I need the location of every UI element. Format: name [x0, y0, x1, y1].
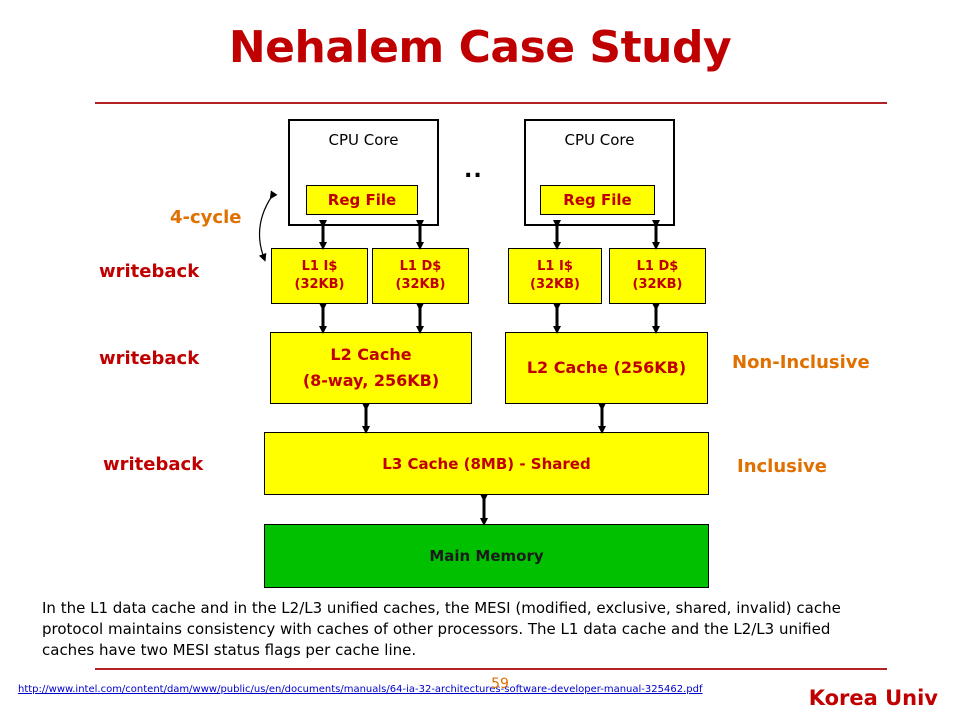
l1-icache-right-name: L1 I$ — [537, 259, 573, 275]
l1-dcache-right-size: (32KB) — [632, 277, 683, 292]
cpu-core-right-label: CPU Core — [564, 131, 635, 149]
l1-icache-right: L1 I$ (32KB) — [508, 248, 602, 304]
cpu-core-left-label: CPU Core — [328, 131, 399, 149]
l1-writeback-label: writeback — [99, 261, 200, 282]
reg-file-right-label: Reg File — [563, 191, 632, 209]
l1-icache-left-size: (32KB) — [294, 277, 345, 292]
l1-icache-left-name: L1 I$ — [301, 259, 338, 275]
page-number: 59 — [491, 676, 509, 692]
l1-dcache-left-size: (32KB) — [395, 277, 446, 292]
l2-cache-left-name: L2 Cache — [330, 344, 412, 364]
slide-title: Nehalem Case Study — [228, 22, 732, 73]
latency-curve-arrow — [258, 190, 278, 262]
l2-cache-left: L2 Cache (8-way, 256KB) — [270, 332, 472, 404]
footer-divider — [95, 668, 887, 670]
main-memory: Main Memory — [264, 524, 709, 588]
title-divider — [95, 102, 887, 104]
l1-dcache-right-name: L1 D$ — [636, 259, 679, 275]
reg-file-left-label: Reg File — [327, 191, 397, 209]
non-inclusive-label: Non-Inclusive — [732, 352, 870, 373]
intel-manual-link[interactable]: http://www.intel.com/content/dam/www/pub… — [18, 684, 703, 695]
l3-cache-shared: L3 Cache (8MB) - Shared — [264, 432, 709, 495]
l2-cache-right: L2 Cache (256KB) — [505, 332, 708, 404]
more-cores-ellipsis: .. — [464, 158, 483, 183]
l3-cache-label: L3 Cache (8MB) - Shared — [382, 454, 591, 473]
latency-label: 4-cycle — [170, 207, 242, 228]
l3-writeback-label: writeback — [103, 454, 204, 475]
mesi-description: In the L1 data cache and in the L2/L3 un… — [42, 599, 841, 659]
reg-file-right: Reg File — [540, 185, 655, 215]
l1-dcache-right: L1 D$ (32KB) — [609, 248, 706, 304]
l2-writeback-label: writeback — [99, 348, 200, 369]
l1-icache-left: L1 I$ (32KB) — [271, 248, 368, 304]
l1-icache-right-size: (32KB) — [530, 277, 580, 292]
main-memory-label: Main Memory — [429, 547, 544, 565]
l1-dcache-left-name: L1 D$ — [399, 259, 442, 275]
university-name: Korea Univ — [808, 686, 938, 710]
inclusive-label: Inclusive — [737, 456, 827, 477]
l1-dcache-left: L1 D$ (32KB) — [372, 248, 469, 304]
l2-cache-right-label: L2 Cache (256KB) — [526, 357, 687, 377]
l2-cache-left-config: (8-way, 256KB) — [302, 371, 440, 390]
reg-file-left: Reg File — [306, 185, 418, 215]
